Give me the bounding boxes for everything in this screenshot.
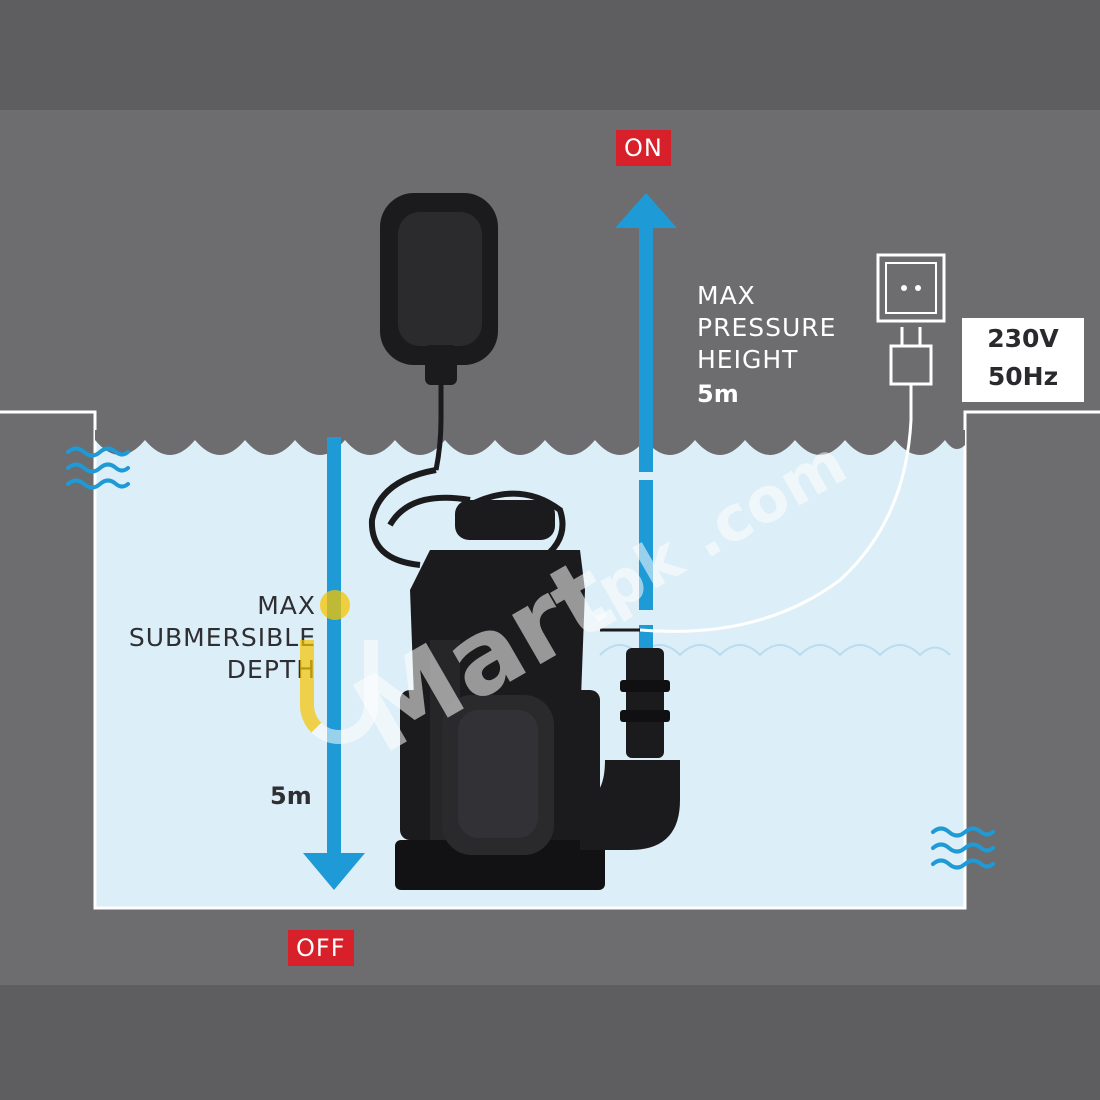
depth-label-line3: DEPTH <box>120 654 316 686</box>
pressure-label-line1: MAX <box>697 280 836 312</box>
pressure-label-line3: HEIGHT <box>697 344 836 376</box>
pressure-value: 5m <box>697 380 739 408</box>
off-badge: OFF <box>288 930 354 966</box>
depth-value: 5m <box>270 782 312 810</box>
pressure-label: MAX PRESSURE HEIGHT <box>697 280 836 376</box>
frequency-value: 50Hz <box>962 358 1084 396</box>
power-spec-box: 230V 50Hz <box>962 318 1084 402</box>
pressure-label-line2: PRESSURE <box>697 312 836 344</box>
power-socket-icon <box>878 255 944 321</box>
on-badge: ON <box>616 130 671 166</box>
logo-dot <box>320 590 350 620</box>
top-band <box>0 0 1100 110</box>
voltage-value: 230V <box>962 320 1084 358</box>
depth-label-line2: SUBMERSIBLE <box>120 622 316 654</box>
depth-label-line1: MAX <box>120 590 316 622</box>
plug-icon <box>891 327 931 384</box>
depth-label: MAX SUBMERSIBLE DEPTH <box>120 590 316 686</box>
float-switch-top <box>380 193 498 470</box>
bottom-band <box>0 985 1100 1100</box>
